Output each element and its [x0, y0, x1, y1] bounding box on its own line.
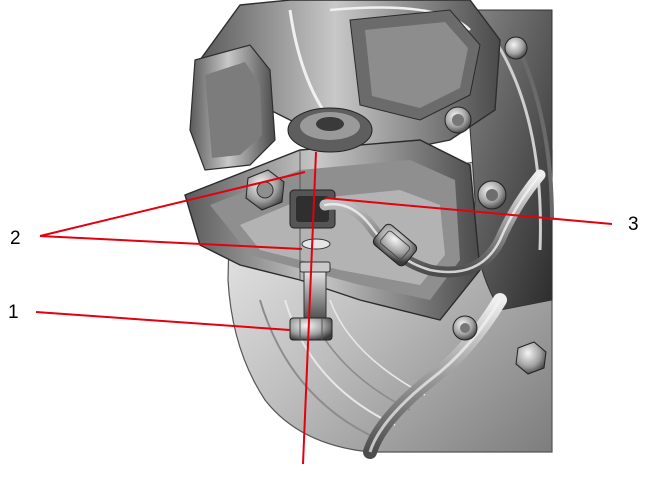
pipe-union-nut	[372, 223, 418, 267]
leader-2a	[39, 171, 306, 237]
brake-caliper-assembly-illustration	[184, 0, 554, 459]
leader-1	[35, 311, 291, 331]
callout-labels: 2 1 3	[8, 214, 639, 323]
leader-2b	[39, 235, 303, 250]
callout-label-3: 3	[628, 214, 639, 235]
callout-label-2: 2	[10, 228, 21, 249]
bolt-hub-top	[504, 36, 528, 60]
leader-center	[302, 151, 317, 465]
leader-3	[324, 197, 613, 225]
callout-label-1: 1	[8, 302, 19, 323]
bolt-right-mid	[477, 180, 507, 210]
seal-washer	[301, 238, 331, 250]
bolt-lower-far-right	[515, 341, 547, 375]
callout-leaders	[35, 151, 613, 465]
bolt-lower-right	[452, 315, 478, 341]
bolt-upper-right	[444, 106, 472, 134]
